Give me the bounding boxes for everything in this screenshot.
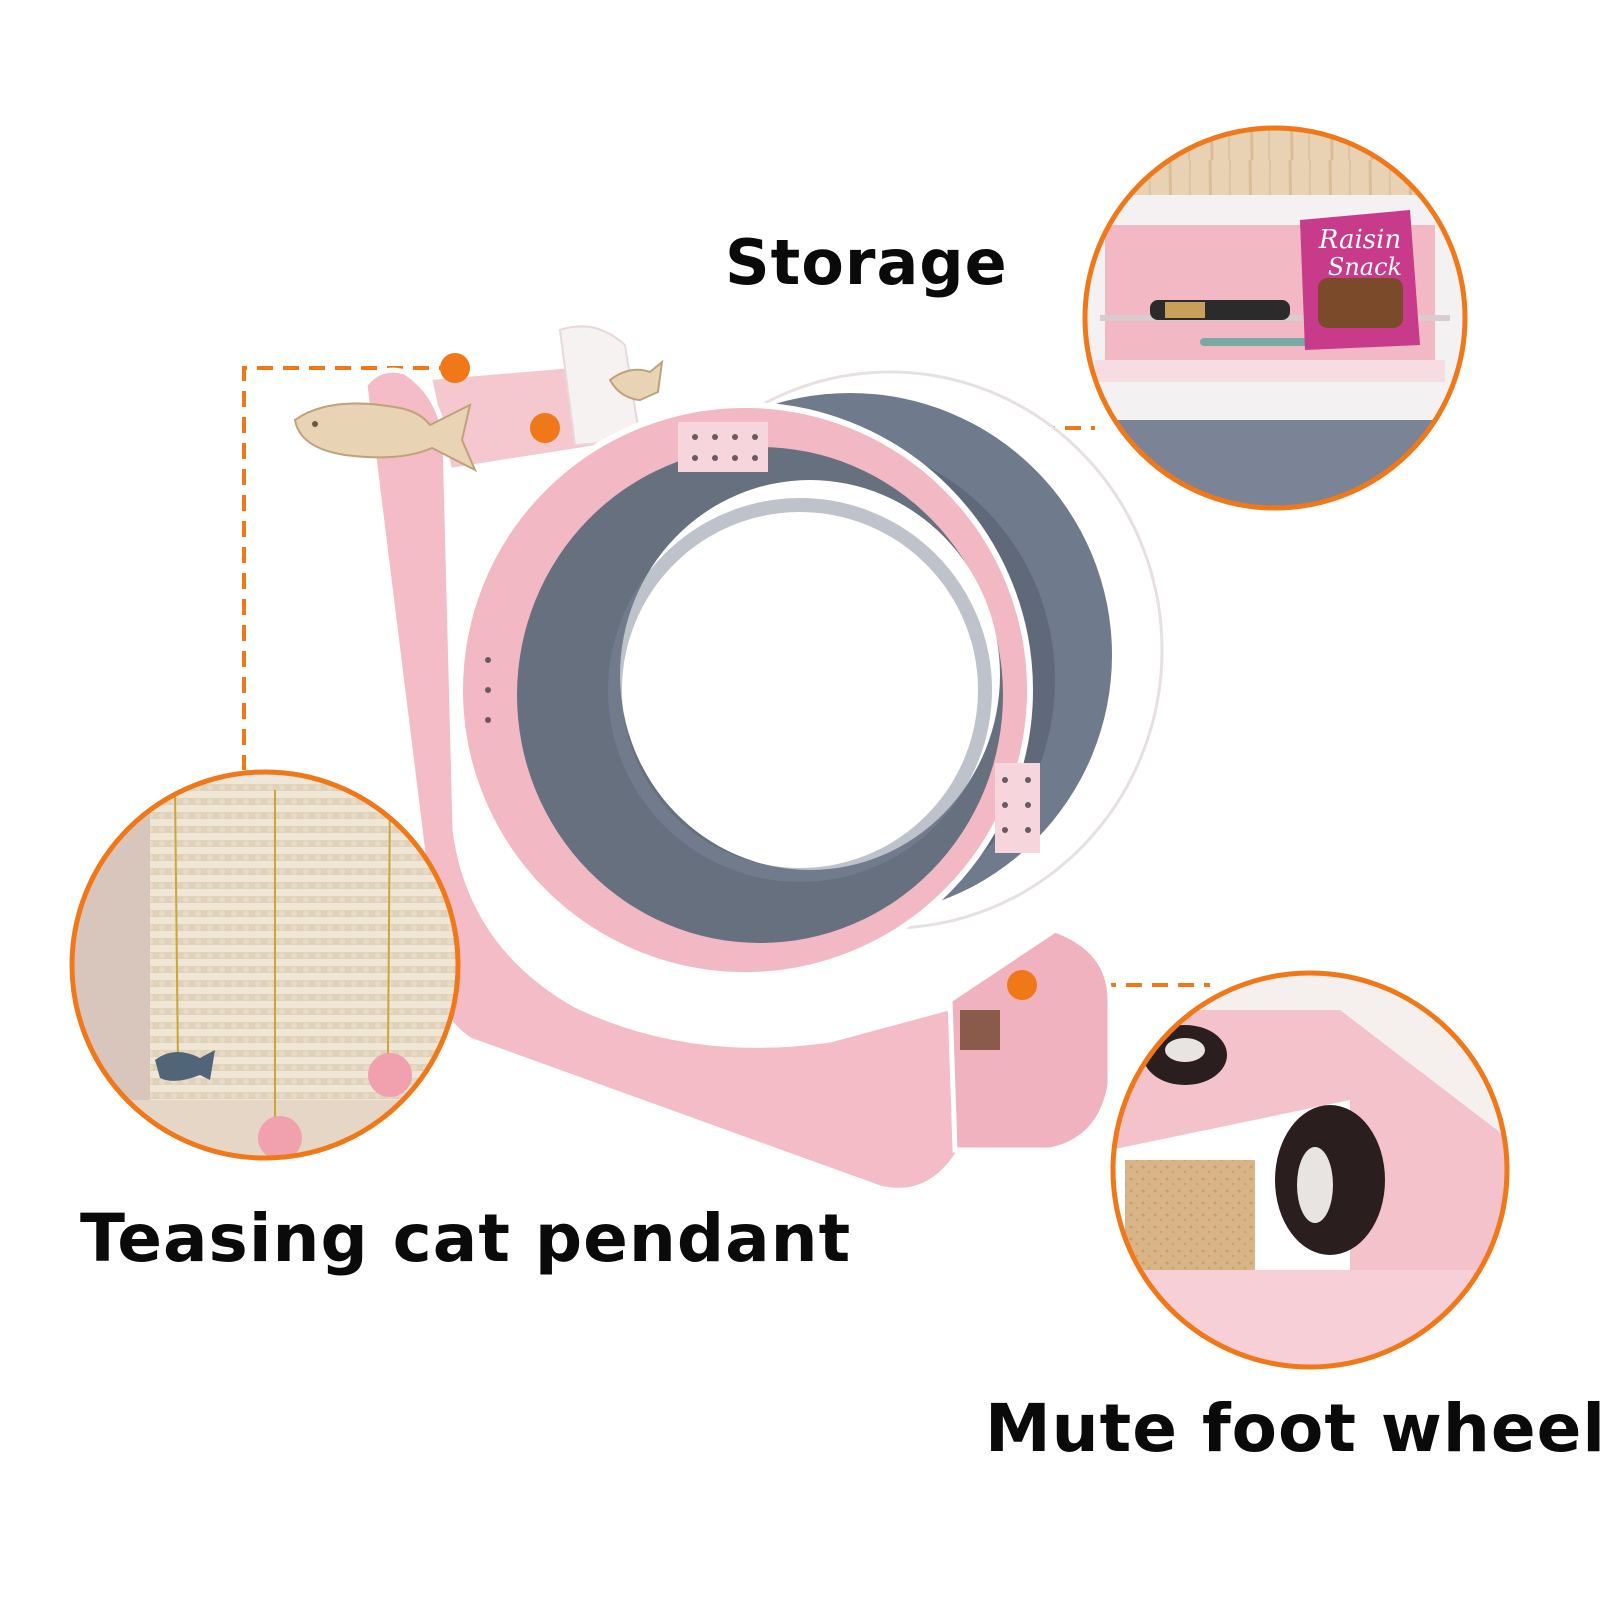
storage-detail: Raisin Snack — [1082, 125, 1468, 511]
snack-bag: Raisin Snack — [1300, 210, 1420, 350]
callout-dot-pendant — [440, 353, 470, 383]
screw-plate-right — [995, 763, 1040, 853]
fish-toy-icon-right — [608, 359, 664, 402]
wheel-center-opening — [620, 480, 1000, 870]
pendant-detail — [69, 769, 461, 1161]
storage-detail-border — [1082, 125, 1468, 511]
wheel-roller-icon-large — [1275, 1105, 1385, 1255]
side-panel — [362, 367, 970, 1193]
cat-wheel-product — [293, 325, 1164, 1193]
snack-bag-line1: Raisin — [1318, 225, 1401, 255]
callout-line-pendant — [242, 366, 455, 770]
frame-back-arch — [558, 325, 642, 447]
callout-dot-storage — [530, 413, 560, 443]
ball-pendant-icon — [368, 1053, 412, 1097]
storage-label: Storage — [725, 226, 1008, 299]
ball-pendant-icon-2 — [258, 1116, 302, 1158]
wheel-stopper — [960, 1010, 1000, 1050]
wheel-center-shadow — [608, 498, 992, 882]
snack-bag-line2: Snack — [1328, 253, 1402, 281]
wheel-detail-border — [1110, 970, 1510, 1370]
screw-plate-left — [485, 657, 491, 723]
wheel-roller-icon — [1143, 1025, 1227, 1085]
screw-plate-top — [678, 422, 768, 472]
callout-dot-wheel — [1007, 970, 1037, 1000]
fish-toy-icon-pendant — [155, 1050, 215, 1081]
mute-foot-wheel-label: Mute foot wheel — [985, 1390, 1601, 1467]
callout-dots — [440, 353, 1037, 1000]
base-front-block — [947, 927, 1113, 1153]
wheel-detail — [1110, 970, 1510, 1370]
teasing-pendant-label: Teasing cat pendant — [80, 1200, 852, 1277]
pendant-detail-border — [69, 769, 461, 1161]
fish-toy-icon — [293, 402, 478, 473]
